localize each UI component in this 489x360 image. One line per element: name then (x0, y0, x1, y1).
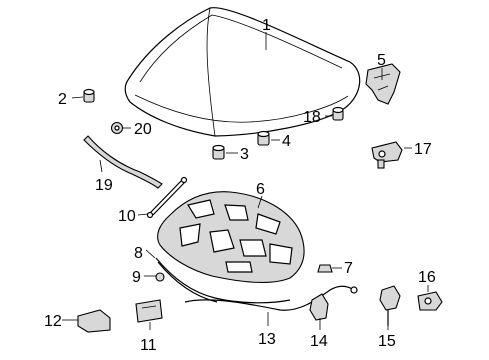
callout-3: 3 (240, 146, 249, 163)
bracket-11 (135, 299, 163, 323)
clip-9 (155, 272, 165, 282)
actuator-16 (417, 291, 443, 311)
callout-13: 13 (258, 331, 276, 348)
clip-7 (317, 264, 333, 273)
callout-17: 17 (414, 141, 432, 158)
bumper-18 (332, 106, 344, 121)
callout-4: 4 (282, 133, 291, 150)
bumper-4 (257, 130, 270, 146)
callout-2: 2 (58, 91, 67, 108)
callout-9: 9 (132, 269, 141, 286)
callout-14: 14 (310, 333, 328, 350)
clip-20 (110, 121, 124, 135)
callout-8: 8 (134, 245, 143, 262)
hood-insulator-6 (157, 191, 305, 283)
callout-16: 16 (418, 269, 436, 286)
callout-11: 11 (140, 337, 157, 354)
bumper-3 (212, 144, 225, 160)
callout-12: 12 (44, 313, 62, 330)
callout-19: 19 (95, 177, 113, 194)
support-rod-10 (146, 176, 188, 219)
leader-lines (62, 32, 429, 330)
release-cable-13 (184, 285, 358, 311)
callout-1: 1 (262, 17, 271, 34)
lock-15 (379, 285, 401, 326)
hood-panel (124, 7, 361, 137)
callout-6: 6 (256, 181, 265, 198)
callout-10: 10 (118, 208, 136, 225)
latch-17 (371, 141, 403, 169)
bracket-12 (77, 309, 111, 333)
callout-5: 5 (377, 52, 386, 69)
bumper-stop-2 (83, 88, 95, 103)
callout-7: 7 (344, 260, 353, 277)
callout-20: 20 (134, 121, 152, 138)
callout-18: 18 (303, 109, 321, 126)
bracket-5 (365, 63, 401, 105)
callout-labels: 1 2 3 4 5 6 7 8 9 10 11 12 13 14 15 16 1… (44, 17, 436, 354)
callout-15: 15 (378, 333, 396, 350)
handle-14 (309, 293, 329, 321)
weatherstrip-19 (83, 135, 163, 189)
